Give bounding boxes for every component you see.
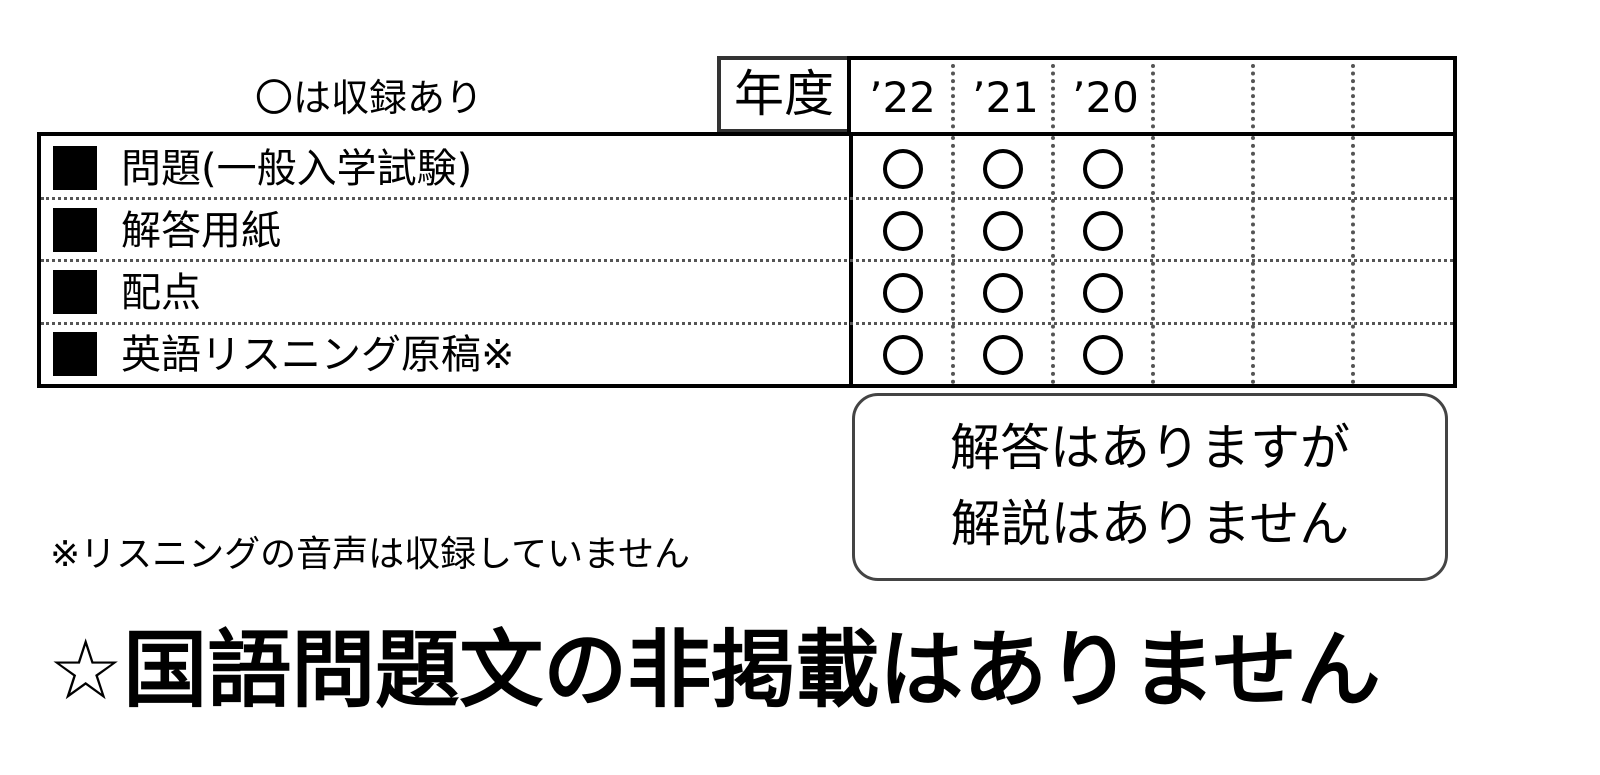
square-bullet-icon — [53, 208, 97, 252]
legend-note: 〇は収録あり — [255, 76, 484, 120]
circle-mark-icon — [983, 211, 1023, 251]
circle-mark-icon — [1083, 273, 1123, 313]
row-label: 解答用紙 — [121, 208, 281, 254]
listening-footnote: ※リスニングの音声は収録していません — [50, 534, 691, 575]
row-label: 問題(一般入学試験) — [121, 146, 473, 192]
row-divider — [41, 322, 1453, 325]
column-divider — [951, 64, 955, 136]
row-label: 英語リスニング原稿※ — [121, 332, 515, 378]
answer-note-line: 解説はありません — [950, 495, 1350, 553]
year-header-row: ’22 ’21 ’20 — [847, 56, 1457, 136]
square-bullet-icon — [53, 270, 97, 314]
year-cell — [1354, 60, 1457, 136]
year-cell — [1254, 60, 1357, 136]
circle-mark-icon — [1083, 211, 1123, 251]
year-cell: ’22 — [869, 73, 936, 122]
square-bullet-icon — [53, 332, 97, 376]
answer-note-line: 解答はありますが — [950, 419, 1350, 477]
square-bullet-icon — [53, 146, 97, 190]
circle-mark-icon — [883, 335, 923, 375]
year-header: 年度 — [717, 56, 847, 133]
circle-mark-icon — [883, 211, 923, 251]
year-cell: ’20 — [1072, 73, 1139, 122]
circle-mark-icon — [1083, 149, 1123, 189]
notice-banner: ☆国語問題文の非掲載はありません — [48, 621, 1381, 719]
circle-mark-icon — [883, 149, 923, 189]
table-row: 解答用紙 — [53, 201, 281, 261]
column-divider — [1151, 64, 1155, 136]
year-cell: ’21 — [972, 73, 1039, 122]
row-label: 配点 — [121, 270, 201, 316]
column-divider — [1351, 64, 1355, 136]
contents-table: 問題(一般入学試験) 解答用紙 配点 英語リスニング原稿※ — [37, 132, 1457, 388]
row-divider — [41, 259, 1453, 262]
answer-note-box: 解答はありますが 解説はありません — [852, 393, 1448, 581]
circle-mark-icon — [983, 335, 1023, 375]
year-cell — [1154, 60, 1257, 136]
table-row: 配点 — [53, 263, 201, 323]
circle-mark-icon — [983, 149, 1023, 189]
column-divider — [1051, 64, 1055, 136]
row-divider — [41, 197, 1453, 200]
circle-mark-icon — [983, 273, 1023, 313]
table-row: 英語リスニング原稿※ — [53, 325, 515, 385]
circle-mark-icon — [883, 273, 923, 313]
table-row: 問題(一般入学試験) — [53, 139, 472, 199]
column-divider — [1251, 64, 1255, 136]
circle-mark-icon — [1083, 335, 1123, 375]
